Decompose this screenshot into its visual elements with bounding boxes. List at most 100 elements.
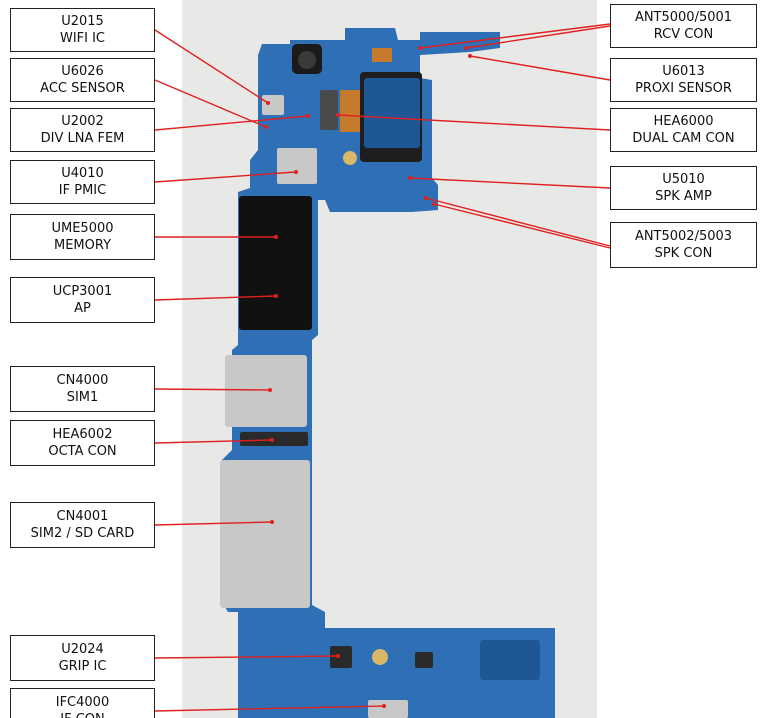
label-hea6002-ref: HEA6002 — [52, 427, 113, 442]
screw-hole-bottom — [372, 649, 388, 665]
leader-line-cn4001 — [154, 521, 273, 526]
label-u6026-desc: ACC SENSOR — [40, 81, 125, 96]
label-ucp3001-desc: AP — [74, 301, 91, 316]
leader-tip-cn4000 — [268, 388, 272, 392]
label-u2002-ref: U2002 — [61, 114, 104, 129]
sim2-sd-tray — [220, 460, 310, 608]
front-camera-ring — [298, 51, 316, 69]
leader-line-ifc4000 — [154, 705, 385, 712]
grip-ic-chip — [330, 646, 352, 668]
label-ant5002-desc: SPK CON — [654, 246, 713, 261]
leader-tip-u2015 — [266, 101, 270, 105]
label-hea6000-ref: HEA6000 — [653, 114, 714, 129]
receiver-flex — [372, 48, 392, 62]
label-u2002-desc: DIV LNA FEM — [40, 131, 125, 146]
leader-line-ant5000-1 — [465, 25, 611, 49]
label-hea6000-desc: DUAL CAM CON — [632, 131, 735, 146]
label-u2024-desc: GRIP IC — [58, 659, 107, 674]
leader-line-hea6000 — [337, 114, 611, 131]
leader-tip-ucp3001 — [274, 294, 278, 298]
leader-tip-u2024 — [336, 654, 340, 658]
wifi-shield — [262, 95, 284, 115]
label-ant5000-ref: ANT5000/5001 — [634, 10, 733, 25]
leader-tip-u6013 — [468, 54, 472, 58]
leader-line-u2002 — [154, 115, 309, 131]
screw-hole-top — [343, 151, 357, 165]
leader-line-hea6002 — [154, 439, 273, 444]
leader-line-u4010 — [154, 171, 297, 183]
leader-tip-ant5000 — [418, 46, 422, 50]
camera-flex — [340, 90, 360, 132]
leader-line-ant5000 — [419, 23, 611, 49]
label-cn4001-desc: SIM2 / SD CARD — [30, 526, 135, 541]
octa-connector — [240, 432, 308, 446]
leader-line-u2015 — [154, 29, 269, 104]
label-ume5000-desc: MEMORY — [53, 238, 112, 253]
label-ifc4000-ref: IFC4000 — [55, 695, 110, 710]
label-cn4001-ref: CN4001 — [56, 509, 109, 524]
label-u6013-desc: PROXI SENSOR — [635, 81, 732, 96]
leader-line-u6026 — [154, 79, 267, 128]
leader-tip-ume5000 — [274, 235, 278, 239]
leader-tip-cn4001 — [270, 520, 274, 524]
label-u6026-ref: U6026 — [61, 64, 104, 79]
label-u2015-desc: WIFI IC — [59, 31, 106, 46]
label-u4010-ref: U4010 — [61, 166, 104, 181]
sim1-tray — [225, 355, 307, 427]
label-ifc4000: IFC4000IF CON — [10, 688, 155, 718]
leader-tip-ant5002 — [424, 196, 428, 200]
usb-connector — [368, 700, 408, 718]
leader-line-ucp3001 — [154, 295, 277, 301]
bottom-shield — [480, 640, 540, 680]
dual-camera-board — [364, 78, 420, 148]
label-cn4000-ref: CN4000 — [56, 373, 109, 388]
leader-line-u2024 — [154, 655, 339, 659]
label-u4010-desc: IF PMIC — [58, 183, 107, 198]
bottom-small-chip — [415, 652, 433, 668]
label-ucp3001-ref: UCP3001 — [52, 284, 113, 299]
leader-tip-ifc4000 — [382, 704, 386, 708]
label-u2024-ref: U2024 — [61, 642, 104, 657]
label-ant5000-desc: RCV CON — [653, 27, 714, 42]
leader-tip-ant5002-1 — [432, 202, 436, 206]
leader-tip-hea6000 — [336, 113, 340, 117]
leader-line-u5010 — [409, 177, 611, 189]
label-ant5002-ref: ANT5002/5003 — [634, 229, 733, 244]
leader-tip-hea6002 — [270, 438, 274, 442]
label-ifc4000-desc: IF CON — [11, 711, 154, 718]
leader-line-cn4000 — [154, 388, 271, 391]
leader-line-u6013 — [469, 55, 611, 81]
label-u5010-ref: U5010 — [662, 172, 705, 187]
label-cn4000-desc: SIM1 — [66, 390, 99, 405]
label-u2015-ref: U2015 — [61, 14, 104, 29]
label-hea6002-desc: OCTA CON — [48, 444, 117, 459]
leader-tip-u2002 — [306, 114, 310, 118]
leader-tip-u5010 — [408, 176, 412, 180]
leader-tip-ant5000-1 — [464, 46, 468, 50]
label-ume5000-ref: UME5000 — [51, 221, 114, 236]
connector-strip — [320, 90, 338, 130]
label-u6013-ref: U6013 — [662, 64, 705, 79]
leader-line-ant5002 — [425, 197, 611, 247]
pmic-chip — [277, 148, 317, 184]
leader-tip-u4010 — [294, 170, 298, 174]
label-u5010-desc: SPK AMP — [655, 189, 712, 204]
label-u4010: U4010 IF PMIC — [10, 160, 155, 204]
leader-tip-u6026 — [264, 125, 268, 129]
